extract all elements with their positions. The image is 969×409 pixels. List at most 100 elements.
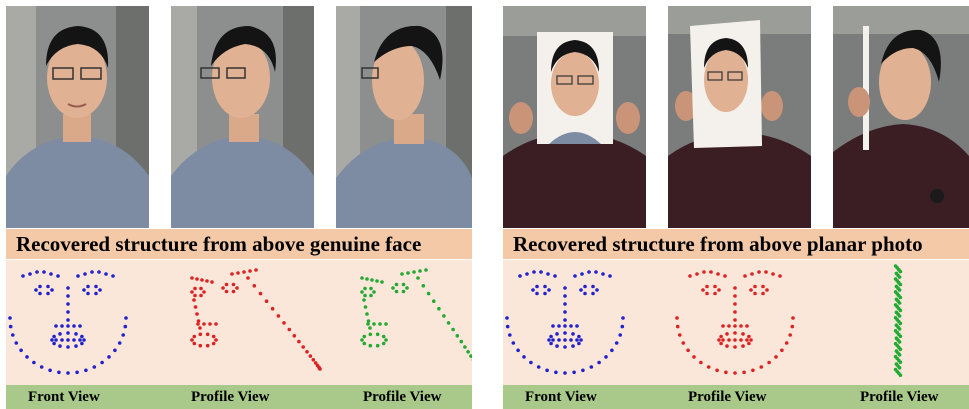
landmark-dot xyxy=(583,291,587,296)
landmark-dot xyxy=(442,314,446,318)
landmark-dot xyxy=(741,344,745,348)
landmark-dot xyxy=(897,288,902,292)
genuine-face-dot-plots xyxy=(8,268,472,375)
landmark-dot xyxy=(46,291,50,296)
landmark-dot xyxy=(733,318,737,322)
landmark-dot xyxy=(535,291,539,296)
landmark-dot xyxy=(725,344,729,348)
landmark-dot xyxy=(897,340,902,344)
landmark-dot xyxy=(50,338,54,342)
landmark-dot xyxy=(28,272,32,276)
landmark-dot xyxy=(753,291,757,296)
landmark-dot xyxy=(717,288,721,292)
landmark-dot xyxy=(469,354,472,358)
landmark-dot xyxy=(113,348,117,353)
landmark-dot xyxy=(897,275,902,279)
landmark-dot xyxy=(575,338,579,342)
landmark-dot xyxy=(401,289,406,294)
landmark-dot xyxy=(192,334,197,339)
landmark-dot xyxy=(898,308,903,313)
landmark-dot xyxy=(202,322,206,326)
landmark-dot xyxy=(297,339,301,344)
landmark-dot xyxy=(733,286,737,290)
landmark-dot xyxy=(505,324,510,329)
landmark-dot xyxy=(571,344,575,348)
planar-photo-structure-plots xyxy=(503,260,969,385)
landmark-dot xyxy=(375,343,380,348)
landmark-dot xyxy=(363,305,368,309)
landmark-dot xyxy=(66,310,70,314)
landmark-dot xyxy=(739,338,743,342)
landmark-dot xyxy=(42,270,46,274)
landmark-dot xyxy=(455,334,460,338)
landmark-dot xyxy=(412,270,416,274)
landmark-dot xyxy=(614,341,619,345)
landmark-dot xyxy=(529,360,533,365)
landmark-dot xyxy=(508,333,512,337)
landmark-dot xyxy=(381,341,386,346)
landmark-dot xyxy=(620,324,625,329)
landmark-dot xyxy=(721,324,725,328)
landmark-dot xyxy=(123,324,128,329)
landmark-dot xyxy=(58,344,62,348)
landmark-dot xyxy=(543,284,547,289)
landmark-dot xyxy=(678,333,682,337)
landmark-dot xyxy=(717,338,721,342)
genuine-face-front-photo xyxy=(6,6,149,228)
landmark-dot xyxy=(117,341,122,345)
landmark-dot xyxy=(557,338,561,342)
landmark-dot xyxy=(287,327,292,332)
landmark-dot xyxy=(595,288,599,292)
landmark-dot xyxy=(721,338,725,342)
landmark-dot xyxy=(52,334,56,339)
landmark-dot xyxy=(583,284,587,289)
landmark-dot xyxy=(563,331,567,335)
landmark-dot xyxy=(751,368,755,373)
landmark-dot xyxy=(466,350,470,354)
landmark-dot xyxy=(784,341,789,345)
landmark-dot xyxy=(214,322,218,326)
landmark-dot xyxy=(394,289,399,294)
landmark-dot xyxy=(86,291,90,296)
landmark-dot xyxy=(719,334,723,339)
landmark-dot xyxy=(282,321,286,325)
profile-view-label-2: Profile View xyxy=(363,389,442,405)
landmark-dot xyxy=(563,286,567,290)
landmark-dot xyxy=(98,288,102,292)
landmark-dot xyxy=(8,316,12,320)
landmark-dot xyxy=(897,353,902,357)
landmark-dot xyxy=(21,274,25,278)
landmark-dot xyxy=(193,293,197,298)
landmark-dot xyxy=(587,270,591,274)
genuine-face-panel: Recovered structure from above genuine f… xyxy=(6,0,472,409)
landmark-dot xyxy=(505,316,509,320)
landmark-dot xyxy=(749,338,753,342)
landmark-dot xyxy=(94,291,98,296)
landmark-dot xyxy=(368,343,373,348)
landmark-dot xyxy=(898,360,903,364)
landmark-dot xyxy=(39,365,44,369)
landmark-dot xyxy=(563,302,567,306)
landmark-dot xyxy=(66,345,70,349)
landmark-dot xyxy=(733,338,737,342)
planar-photo-front-photo xyxy=(503,6,646,228)
landmark-dot xyxy=(539,270,543,274)
landmark-dot xyxy=(66,294,70,298)
landmark-dot xyxy=(621,316,625,320)
landmark-dot xyxy=(572,370,576,375)
landmark-dot xyxy=(254,268,258,272)
landmark-dot xyxy=(549,341,553,346)
landmark-dot xyxy=(733,371,737,375)
landmark-dot xyxy=(11,333,15,337)
landmark-dot xyxy=(100,360,104,365)
landmark-dot xyxy=(308,354,313,358)
landmark-dot xyxy=(76,274,80,278)
landmark-dot xyxy=(97,270,101,274)
landmark-dot xyxy=(563,371,567,375)
landmark-dot xyxy=(75,370,79,375)
landmark-dot xyxy=(54,324,58,328)
landmark-dot xyxy=(716,272,720,276)
landmark-dot xyxy=(236,271,240,275)
landmark-dot xyxy=(369,286,373,291)
landmark-dot xyxy=(898,269,903,274)
